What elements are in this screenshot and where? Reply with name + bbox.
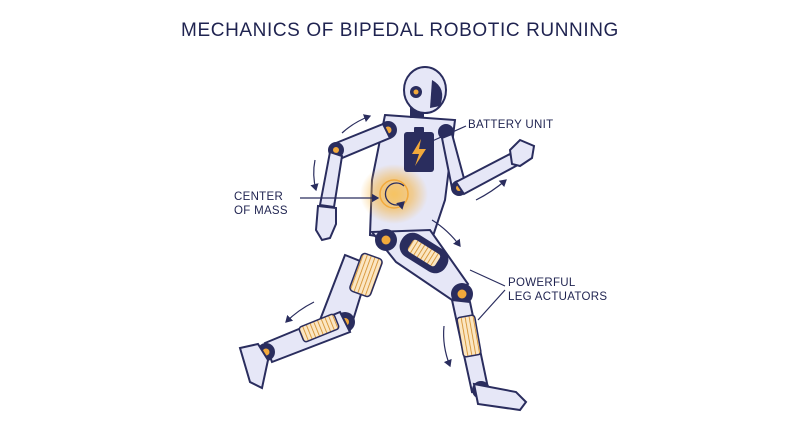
battery-leader-line: [429, 125, 467, 143]
back-leg: [238, 252, 383, 390]
face-visor: [430, 80, 443, 108]
front-forearm: [454, 152, 518, 196]
head: [403, 66, 447, 118]
actuator-leader-line-2: [477, 289, 506, 321]
motion-arrow-front-thigh: [431, 219, 461, 247]
front-arm: [438, 124, 536, 196]
leg-actuators-label-line1: POWERFUL: [508, 277, 576, 289]
motion-arrow-front-shin: [443, 325, 452, 368]
center-of-mass-label-line2: OF MASS: [234, 205, 288, 217]
head-joint-core: [413, 89, 419, 95]
battery-unit-label: BATTERY UNIT: [468, 119, 554, 131]
front-shin-actuator: [456, 314, 482, 358]
motion-arrow-back-forearm: [310, 159, 319, 192]
back-elbow-core: [333, 147, 339, 153]
torso: [360, 113, 457, 247]
front-foot: [472, 382, 528, 412]
front-thigh-actuator: [407, 239, 441, 267]
hip-joint-core: [381, 235, 391, 245]
back-forearm: [318, 150, 344, 209]
back-shin-actuator: [298, 313, 340, 343]
center-of-mass-label-line1: CENTER: [234, 191, 284, 203]
diagram-title: MECHANICS OF BIPEDAL ROBOTIC RUNNING: [181, 20, 619, 41]
front-leg: [369, 228, 528, 412]
front-knee-core: [457, 289, 467, 299]
motion-arrow-back-shoulder: [341, 114, 372, 134]
actuator-leader-line-1: [469, 269, 506, 287]
battery-terminal: [414, 127, 424, 133]
lightning-bolt-icon: [412, 139, 426, 166]
center-of-mass-rotation-arrow: [384, 182, 405, 210]
back-thigh-actuator: [349, 252, 383, 298]
front-hand: [508, 138, 536, 168]
center-of-mass-glow: [360, 164, 428, 224]
leg-actuators-label: POWERFUL LEG ACTUATORS: [508, 276, 607, 304]
center-of-mass-ring: [379, 179, 409, 209]
leg-actuators-label-line2: LEG ACTUATORS: [508, 291, 608, 303]
back-arm: [314, 121, 397, 242]
center-of-mass-label: CENTER OF MASS: [234, 190, 288, 218]
motion-arrow-front-forearm: [475, 179, 507, 201]
back-foot: [238, 342, 270, 390]
motion-arrow-back-shin: [285, 301, 315, 323]
back-hand: [314, 204, 337, 242]
